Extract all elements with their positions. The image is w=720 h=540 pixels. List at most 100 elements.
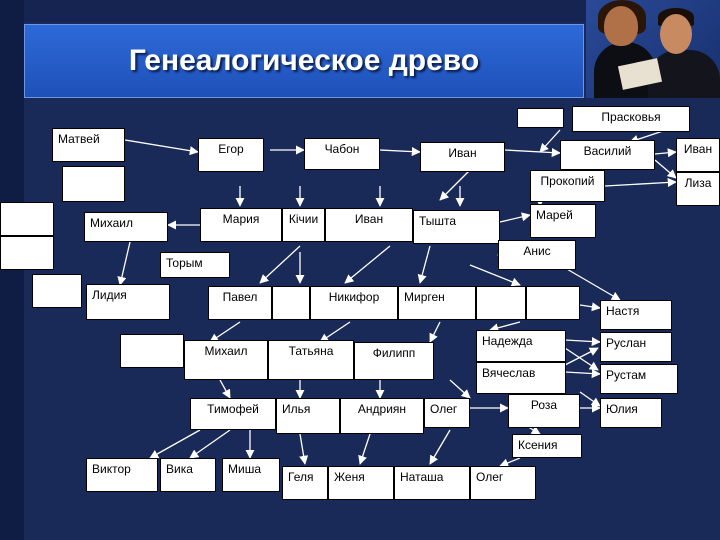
person-name: Матвей <box>58 132 100 146</box>
person-box-roza: Роза <box>508 394 580 428</box>
person-box-torym: Торым <box>160 252 230 278</box>
page-title: Генеалогическое древо <box>128 44 480 77</box>
person-name: Василий <box>583 144 632 158</box>
person-box-tatyana: Татьяна <box>268 340 354 380</box>
person-box-mikhail-2: Михаил <box>184 340 268 380</box>
person-name: Павел <box>222 290 258 304</box>
person-name: Тимофей <box>207 402 259 416</box>
person-box-ivan-right: Иван <box>676 138 720 172</box>
person-box-yuliya: Юлия <box>600 398 662 428</box>
person-name: Иван <box>683 142 713 156</box>
person-name: Виктор <box>92 462 131 476</box>
person-name: Анис <box>523 244 551 258</box>
empty-box <box>0 202 54 236</box>
person-name: Геля <box>288 470 314 484</box>
person-name: Никифор <box>328 290 380 304</box>
people-photo <box>586 0 720 98</box>
person-box-maria: Мария <box>200 208 282 242</box>
person-name: Михаил <box>90 216 133 230</box>
empty-box <box>120 334 184 368</box>
person-box-ruslan: Руслан <box>600 332 672 362</box>
person-box-liza: Лиза <box>676 172 720 206</box>
left-edge-strip <box>0 0 24 540</box>
person-name: Андриян <box>357 402 407 416</box>
person-box-vasiliy: Василий <box>560 140 655 170</box>
person-box-tyshta: Тышта <box>413 210 500 244</box>
person-name: Юлия <box>606 402 638 416</box>
empty-box <box>32 274 82 308</box>
empty-box <box>62 166 125 202</box>
person-box-chabon: Чабон <box>304 138 380 170</box>
person-box-oleg-2: Олег <box>470 466 536 500</box>
person-box-misha: Миша <box>222 458 280 492</box>
person-box-gelya: Геля <box>282 466 328 500</box>
person-box-matvey: Матвей <box>52 128 125 162</box>
person-box-nastya: Настя <box>600 300 672 330</box>
person-box-pavel: Павел <box>208 286 272 320</box>
person-box-anis: Анис <box>498 240 576 270</box>
empty-box <box>0 236 54 270</box>
person-box-kseniya: Ксения <box>512 434 582 458</box>
person-box-ivan-2: Иван <box>325 208 413 242</box>
person-name: Лидия <box>92 288 127 302</box>
person-name: Настя <box>606 304 640 318</box>
person-box-oleg-1: Олег <box>424 398 470 428</box>
empty-box <box>476 286 526 320</box>
person-name: Тышта <box>419 214 457 228</box>
person-box-ivan-1: Иван <box>420 142 505 172</box>
person-name: Вячеслав <box>482 366 536 380</box>
title-bar: Генеалогическое древо <box>24 24 584 98</box>
empty-box <box>526 286 580 320</box>
person-box-nadezhda: Надежда <box>476 330 566 362</box>
person-name: Кічии <box>288 212 319 226</box>
person-box-nikifor: Никифор <box>310 286 398 320</box>
person-name: Прокопий <box>540 174 595 188</box>
empty-box <box>517 108 564 128</box>
person-box-prokopiy: Прокопий <box>530 170 605 202</box>
person-name: Егор <box>218 142 244 156</box>
person-name: Михаил <box>204 344 248 358</box>
person-box-zhenya: Женя <box>328 466 394 500</box>
person-name: Рустам <box>606 368 647 382</box>
person-box-ilya: Илья <box>276 398 340 434</box>
top-edge-strip <box>24 0 720 22</box>
person-name: Татьяна <box>288 344 334 358</box>
person-box-kichi: Кічии <box>282 208 325 242</box>
person-name: Торым <box>166 256 203 270</box>
person-name: Мария <box>222 212 260 226</box>
person-name: Олег <box>476 470 504 484</box>
person-box-timofey: Тимофей <box>190 398 276 430</box>
person-name: Миша <box>228 462 261 476</box>
person-box-andriyan: Андриян <box>340 398 424 434</box>
person-name: Надежда <box>482 334 533 348</box>
person-name: Вика <box>166 462 193 476</box>
person-name: Чабон <box>324 142 360 156</box>
person-name: Филипп <box>372 346 416 360</box>
person-box-egor: Егор <box>198 138 264 172</box>
person-name: Олег <box>430 402 458 416</box>
person-name: Лиза <box>684 176 712 190</box>
person-box-filipp: Филипп <box>354 342 434 380</box>
person-name: Руслан <box>606 336 647 350</box>
person-box-lidiya: Лидия <box>86 284 170 320</box>
person-name: Иван <box>448 146 477 160</box>
person-box-mikhail-1: Михаил <box>84 212 168 242</box>
person-name: Иван <box>354 212 384 226</box>
person-box-marey: Марей <box>530 204 596 238</box>
person-box-viktor: Виктор <box>86 458 158 492</box>
person-name: Прасковья <box>601 110 661 124</box>
person-box-vika: Вика <box>160 458 216 492</box>
person-box-rustam: Рустам <box>600 364 678 394</box>
person-box-praskovya: Прасковья <box>572 106 690 132</box>
person-name: Женя <box>334 470 365 484</box>
person-box-vyacheslav: Вячеслав <box>476 362 566 394</box>
person-name: Илья <box>282 402 311 416</box>
person-name: Мирген <box>404 290 445 304</box>
person-name: Наташа <box>400 470 444 484</box>
person-name: Ксения <box>518 438 558 452</box>
person-box-natasha: Наташа <box>394 466 470 500</box>
person-box-mirgen: Мирген <box>398 286 476 320</box>
person-name: Марей <box>536 208 573 222</box>
empty-box <box>272 286 310 320</box>
person-name: Роза <box>530 398 558 412</box>
